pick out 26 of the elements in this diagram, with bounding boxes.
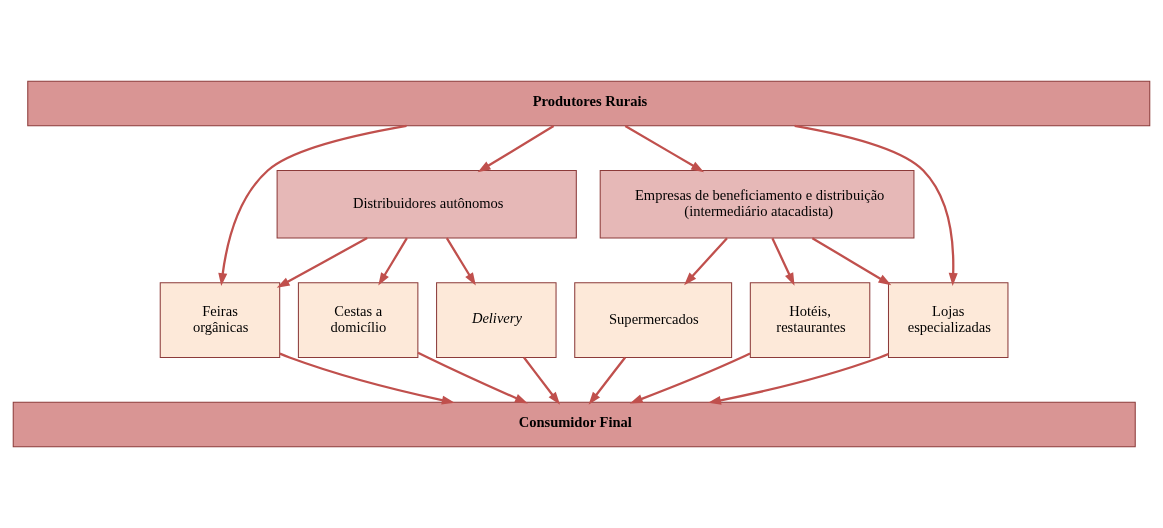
arrow <box>378 237 408 286</box>
node-box: Hotéis, restaurantes <box>749 282 871 358</box>
node-box: Distribuidores autônomos <box>276 170 577 239</box>
arrow <box>279 352 455 405</box>
arrow <box>629 352 751 404</box>
arrow <box>811 237 892 286</box>
node-box: Lojas especializadas <box>887 282 1009 358</box>
arrow <box>477 124 555 173</box>
node-box: Delivery <box>436 282 557 358</box>
arrow <box>218 124 407 287</box>
arrow <box>684 237 728 286</box>
node-box: Consumidor Final <box>12 401 1136 448</box>
arrow <box>588 356 627 405</box>
node-box: Supermercados <box>574 282 733 358</box>
node-box: Empresas de beneficiamento e distribuição (intermediário atacadista) <box>599 170 915 239</box>
arrow <box>708 352 889 405</box>
arrow <box>445 237 476 286</box>
arrow <box>523 356 561 405</box>
arrow <box>771 237 795 286</box>
node-box: Produtores Rurais <box>27 80 1151 127</box>
arrow <box>276 237 368 288</box>
arrow <box>794 124 958 286</box>
node-box: Cestas a domicílio <box>297 282 419 358</box>
arrow <box>417 351 528 404</box>
arrow <box>624 124 705 173</box>
node-box: Feiras orgânicas <box>159 282 281 358</box>
